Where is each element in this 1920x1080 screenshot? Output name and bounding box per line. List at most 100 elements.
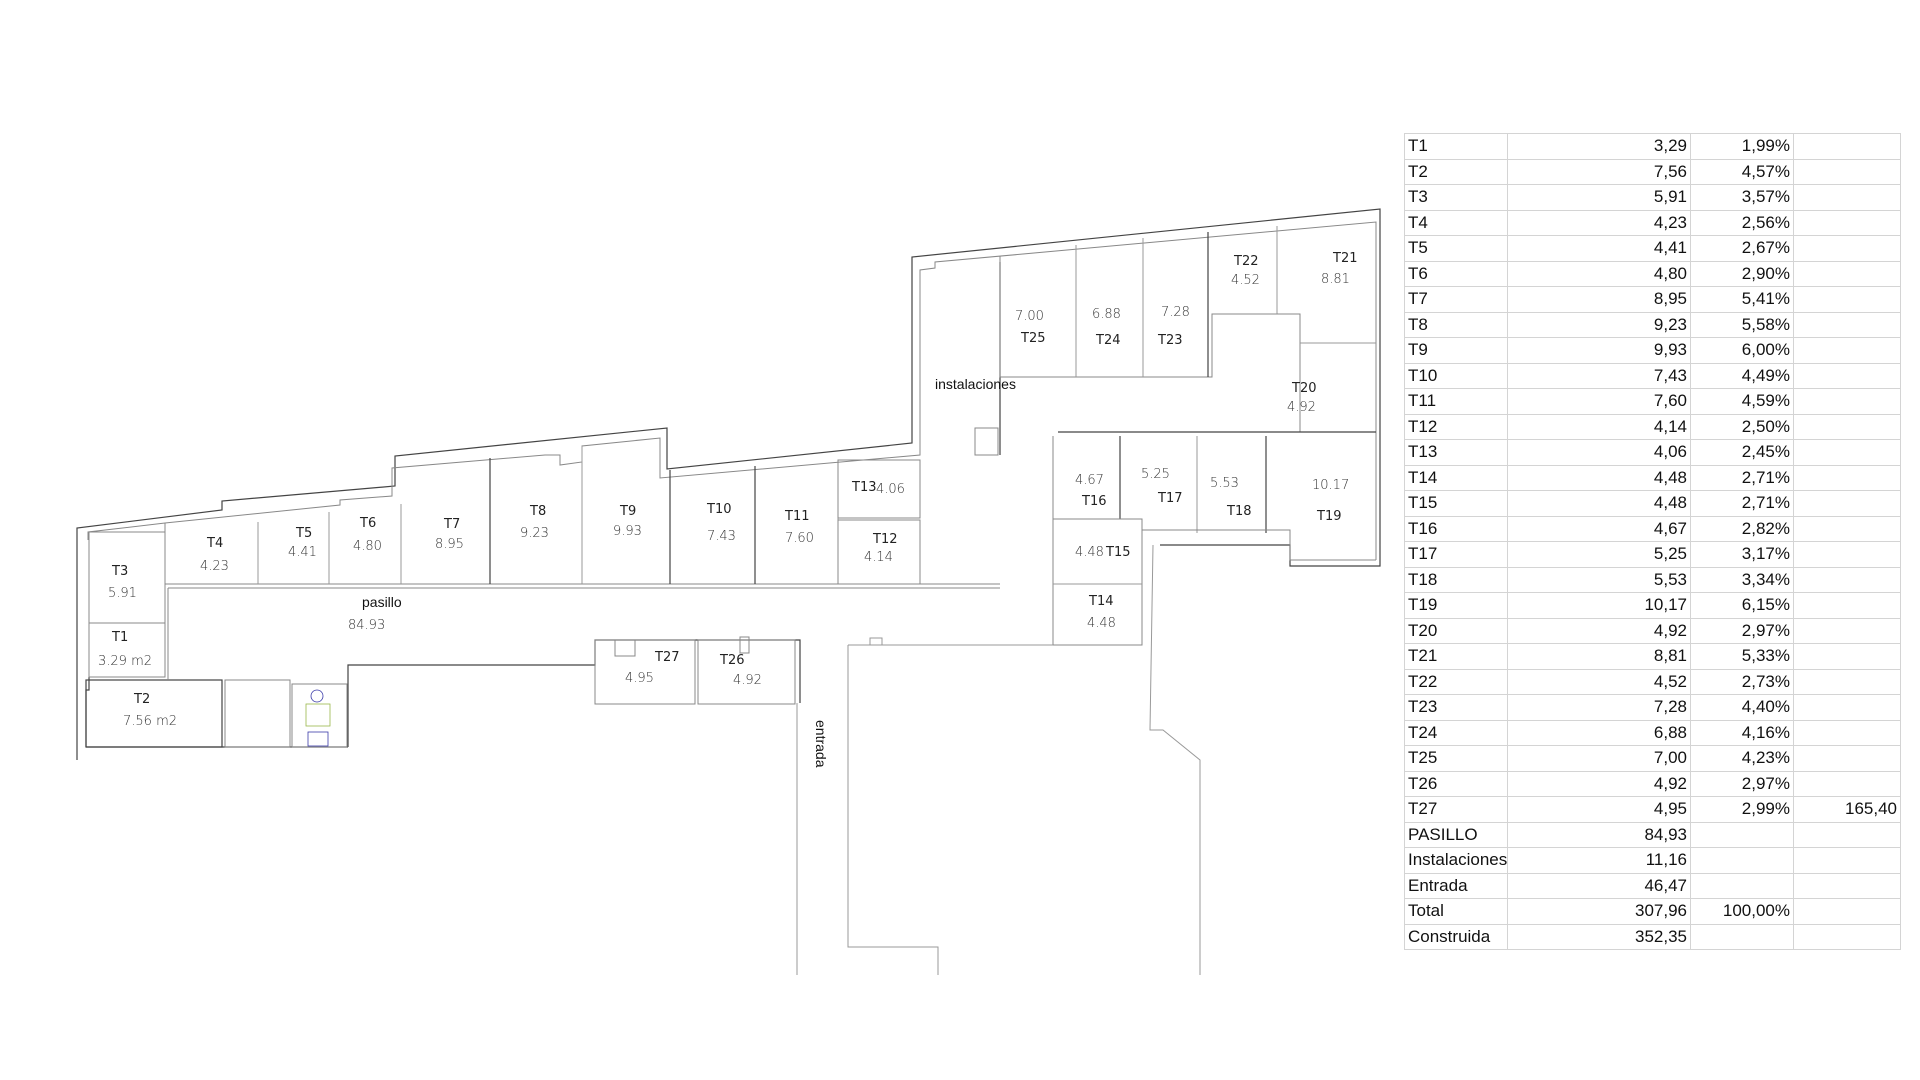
row-label: Instalaciones [1404, 847, 1508, 874]
row-label: T22 [1404, 668, 1508, 695]
area-value: 5,91 [1507, 184, 1691, 211]
room-T12-area: 4.14 [864, 550, 893, 565]
percentage-value: 2,97% [1690, 617, 1794, 644]
subtotal-value [1793, 286, 1901, 313]
percentage-value: 6,00% [1690, 337, 1794, 364]
percentage-value: 2,71% [1690, 490, 1794, 517]
room-T6-label: T6 [359, 516, 376, 531]
subtotal-value [1793, 464, 1901, 491]
room-T27-label: T27 [654, 650, 679, 665]
subtotal-value [1793, 923, 1901, 950]
percentage-value: 4,59% [1690, 388, 1794, 415]
row-label: T2 [1404, 158, 1508, 185]
room-T7-label: T7 [443, 517, 460, 532]
row-label: T20 [1404, 617, 1508, 644]
area-value: 9,93 [1507, 337, 1691, 364]
row-label: T11 [1404, 388, 1508, 415]
pasillo-label: pasillo [362, 594, 402, 610]
left-rooms [85, 446, 1000, 748]
right-rooms [796, 226, 1376, 975]
percentage-value: 1,99% [1690, 133, 1794, 160]
room-T3-label: T3 [111, 564, 128, 579]
room-T1-label: T1 [111, 630, 128, 645]
percentage-value [1690, 923, 1794, 950]
room-T9-area: 9.93 [613, 524, 642, 539]
room-T23-label: T23 [1157, 333, 1182, 348]
row-label: T25 [1404, 745, 1508, 772]
room-T24-label: T24 [1095, 333, 1120, 348]
row-label: T17 [1404, 541, 1508, 568]
area-value: 4,23 [1507, 209, 1691, 236]
area-value: 4,41 [1507, 235, 1691, 262]
subtotal-value [1793, 490, 1901, 517]
subtotal-value [1793, 617, 1901, 644]
subtotal-value [1793, 158, 1901, 185]
area-value: 7,00 [1507, 745, 1691, 772]
row-label: T3 [1404, 184, 1508, 211]
row-label: T18 [1404, 566, 1508, 593]
row-label: T23 [1404, 694, 1508, 721]
area-value: 7,43 [1507, 362, 1691, 389]
subtotal-value [1793, 260, 1901, 287]
room-T15-area: 4.48 [1075, 545, 1104, 560]
subtotal-value [1793, 821, 1901, 848]
room-T20-label: T20 [1291, 381, 1316, 396]
row-label: T15 [1404, 490, 1508, 517]
entrada-label: entrada [813, 720, 829, 768]
row-label: T6 [1404, 260, 1508, 287]
room-T14-area: 4.48 [1087, 616, 1116, 631]
area-value: 8,81 [1507, 643, 1691, 670]
room-T8-area: 9.23 [520, 526, 549, 541]
area-value: 9,23 [1507, 311, 1691, 338]
percentage-value: 2,67% [1690, 235, 1794, 262]
area-value: 307,96 [1507, 898, 1691, 925]
row-label: T8 [1404, 311, 1508, 338]
row-label: T1 [1404, 133, 1508, 160]
percentage-value: 2,99% [1690, 796, 1794, 823]
room-T5-area: 4.41 [288, 545, 317, 560]
room-T9-label: T9 [619, 504, 636, 519]
row-label: T7 [1404, 286, 1508, 313]
area-value: 4,52 [1507, 668, 1691, 695]
room-T23-area: 7.28 [1161, 305, 1190, 320]
row-label: T13 [1404, 439, 1508, 466]
room-T26-label: T26 [719, 653, 744, 668]
row-label: Entrada [1404, 872, 1508, 899]
subtotal-value [1793, 439, 1901, 466]
area-value: 4,95 [1507, 796, 1691, 823]
room-T22-label: T22 [1233, 254, 1258, 269]
row-label: T21 [1404, 643, 1508, 670]
subtotal-value [1793, 566, 1901, 593]
area-value: 352,35 [1507, 923, 1691, 950]
percentage-value: 4,16% [1690, 719, 1794, 746]
room-T2-label: T2 [133, 692, 150, 707]
bottom-rooms [594, 636, 796, 705]
subtotal-value [1793, 847, 1901, 874]
percentage-value: 2,82% [1690, 515, 1794, 542]
area-value: 4,06 [1507, 439, 1691, 466]
room-T11-label: T11 [784, 509, 809, 524]
room-T4-label: T4 [206, 536, 223, 551]
subtotal-value [1793, 872, 1901, 899]
area-value: 4,48 [1507, 464, 1691, 491]
subtotal-value [1793, 719, 1901, 746]
row-label: PASILLO [1404, 821, 1508, 848]
percentage-value: 5,58% [1690, 311, 1794, 338]
room-T20-area: 4.92 [1287, 400, 1316, 415]
room-T7-area: 8.95 [435, 537, 464, 552]
room-T21-area: 8.81 [1321, 272, 1350, 287]
room-T13-area: 4.06 [876, 482, 905, 497]
percentage-value: 4,49% [1690, 362, 1794, 389]
